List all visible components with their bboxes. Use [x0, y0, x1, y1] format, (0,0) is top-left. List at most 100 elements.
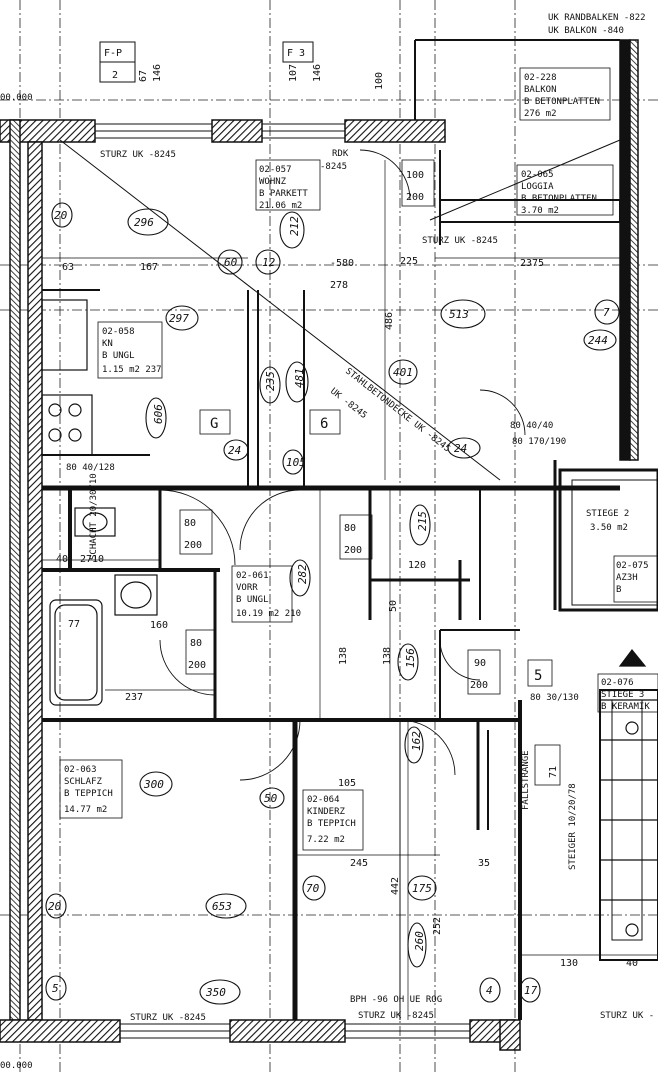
svg-text:100: 100	[406, 170, 424, 181]
svg-text:02-058: 02-058	[102, 327, 135, 337]
svg-text:481: 481	[293, 368, 306, 388]
svg-text:7: 7	[603, 306, 610, 319]
svg-text:STEIGER 10/20/78: STEIGER 10/20/78	[568, 783, 578, 870]
room-loggia: 02-065 LOGGIA B BETONPLATTEN 3.70 m2	[516, 164, 614, 216]
svg-text:BALKON: BALKON	[524, 85, 557, 95]
fixtures	[41, 299, 658, 937]
svg-text:B TEPPICH: B TEPPICH	[307, 819, 356, 829]
svg-text:KN: KN	[102, 339, 113, 349]
svg-text:1.15 m2 237: 1.15 m2 237	[102, 365, 162, 375]
svg-text:105: 105	[286, 456, 306, 469]
svg-text:237: 237	[125, 692, 143, 703]
svg-text:260: 260	[413, 931, 426, 951]
svg-text:5: 5	[52, 982, 59, 995]
svg-text:20: 20	[48, 900, 62, 913]
svg-text:WOHNZ: WOHNZ	[259, 177, 287, 187]
svg-text:F 3: F 3	[287, 48, 305, 59]
svg-text:B BETONPLATTEN: B BETONPLATTEN	[521, 194, 597, 204]
svg-text:442: 442	[390, 877, 401, 895]
svg-text:UK RANDBALKEN -822: UK RANDBALKEN -822	[548, 13, 646, 23]
svg-text:UK BALKON -840: UK BALKON -840	[548, 26, 624, 36]
svg-text:VORR: VORR	[236, 583, 258, 593]
beam-line	[59, 139, 621, 481]
svg-text:245: 245	[350, 858, 368, 869]
dimension-boxes	[179, 159, 561, 786]
svg-text:G: G	[210, 416, 218, 432]
svg-text:00.000: 00.000	[0, 1061, 33, 1071]
svg-text:STIEGE 2: STIEGE 2	[586, 509, 629, 519]
svg-text:60: 60	[224, 256, 238, 269]
svg-text:3.70 m2: 3.70 m2	[521, 206, 559, 216]
svg-text:B UNGL: B UNGL	[102, 351, 135, 361]
svg-text:02-065: 02-065	[521, 170, 554, 180]
svg-text:606: 606	[152, 404, 165, 424]
svg-text:296: 296	[134, 216, 154, 229]
svg-text:50: 50	[388, 600, 399, 612]
svg-text:200: 200	[406, 192, 424, 203]
svg-text:156: 156	[404, 648, 417, 668]
svg-text:167: 167	[140, 262, 158, 273]
svg-text:02-064: 02-064	[307, 795, 340, 805]
windows	[94, 123, 471, 1039]
room-labels: 02-228 BALKON B BETONPLATTEN 276 m2 02-0…	[59, 67, 658, 851]
svg-text:STIEGE 3: STIEGE 3	[601, 690, 644, 700]
svg-text:UK -8245: UK -8245	[328, 386, 368, 421]
svg-text:STURZ UK -: STURZ UK -	[600, 1011, 654, 1021]
door-swings	[159, 149, 526, 781]
svg-text:4: 4	[486, 984, 493, 997]
svg-text:00.000: 00.000	[0, 93, 33, 103]
room-stiege: 02-076 STIEGE 3 B KERAMIK	[597, 673, 658, 713]
svg-text:80 40/128: 80 40/128	[66, 463, 115, 473]
circled-dimensions	[45, 202, 620, 1005]
svg-text:138: 138	[382, 647, 393, 665]
svg-text:67: 67	[138, 70, 149, 82]
svg-text:B PARKETT: B PARKETT	[259, 189, 308, 199]
svg-text:80 30/130: 80 30/130	[530, 693, 579, 703]
svg-text:300: 300	[143, 778, 164, 791]
svg-text:2710: 2710	[80, 554, 104, 565]
dimension-lines	[42, 160, 658, 1020]
svg-text:70: 70	[306, 882, 320, 895]
svg-text:02-075: 02-075	[616, 561, 649, 571]
svg-text:200: 200	[344, 545, 362, 556]
svg-text:-580: -580	[330, 258, 354, 269]
svg-text:5: 5	[534, 668, 542, 684]
svg-text:162: 162	[410, 731, 423, 751]
svg-text:SCHACHT 20/30/10: SCHACHT 20/30/10	[89, 473, 99, 560]
svg-text:STURZ UK -8245: STURZ UK -8245	[100, 150, 176, 160]
svg-text:175: 175	[412, 882, 432, 895]
svg-text:STURZ UK -8245: STURZ UK -8245	[358, 1011, 434, 1021]
svg-text:STURZ UK -8245: STURZ UK -8245	[422, 236, 498, 246]
svg-text:146: 146	[312, 64, 323, 82]
svg-text:297: 297	[169, 312, 189, 325]
svg-text:212: 212	[288, 216, 301, 236]
svg-text:40: 40	[626, 958, 638, 969]
svg-text:35: 35	[478, 858, 490, 869]
svg-text:200: 200	[188, 660, 206, 671]
svg-text:71: 71	[548, 766, 559, 778]
svg-text:AZ3H: AZ3H	[616, 573, 638, 583]
circled-texts: 296 297 212 513 20 606 481 235 215 282 1…	[48, 209, 610, 999]
svg-text:130: 130	[560, 958, 578, 969]
svg-text:160: 160	[150, 620, 168, 631]
svg-text:10.19 m2 210: 10.19 m2 210	[236, 609, 301, 619]
svg-text:513: 513	[449, 308, 469, 321]
svg-text:STURZ UK -8245: STURZ UK -8245	[130, 1013, 206, 1023]
svg-text:105: 105	[338, 778, 356, 789]
room-schlafzimmer: 02-063 SCHLAFZ B TEPPICH 14.77 m2	[59, 759, 123, 819]
svg-text:21.06 m2: 21.06 m2	[259, 201, 302, 211]
svg-text:235: 235	[264, 371, 277, 391]
room-ee: 02-075 AZ3H B	[613, 555, 658, 603]
room-balkon: 02-228 BALKON B BETONPLATTEN 276 m2	[519, 67, 611, 121]
svg-text:215: 215	[416, 511, 429, 531]
room-kinderzimmer: 02-064 KINDERZ B TEPPICH 7.22 m2	[302, 789, 364, 851]
svg-text:2: 2	[112, 70, 118, 81]
svg-text:02-228: 02-228	[524, 73, 557, 83]
svg-text:KINDERZ: KINDERZ	[307, 807, 346, 817]
svg-text:276 m2: 276 m2	[524, 109, 557, 119]
svg-text:50: 50	[264, 792, 278, 805]
svg-text:100: 100	[374, 72, 385, 90]
room-ee2: STIEGE 2 3.50 m2	[586, 509, 629, 533]
svg-text:6: 6	[320, 416, 328, 432]
